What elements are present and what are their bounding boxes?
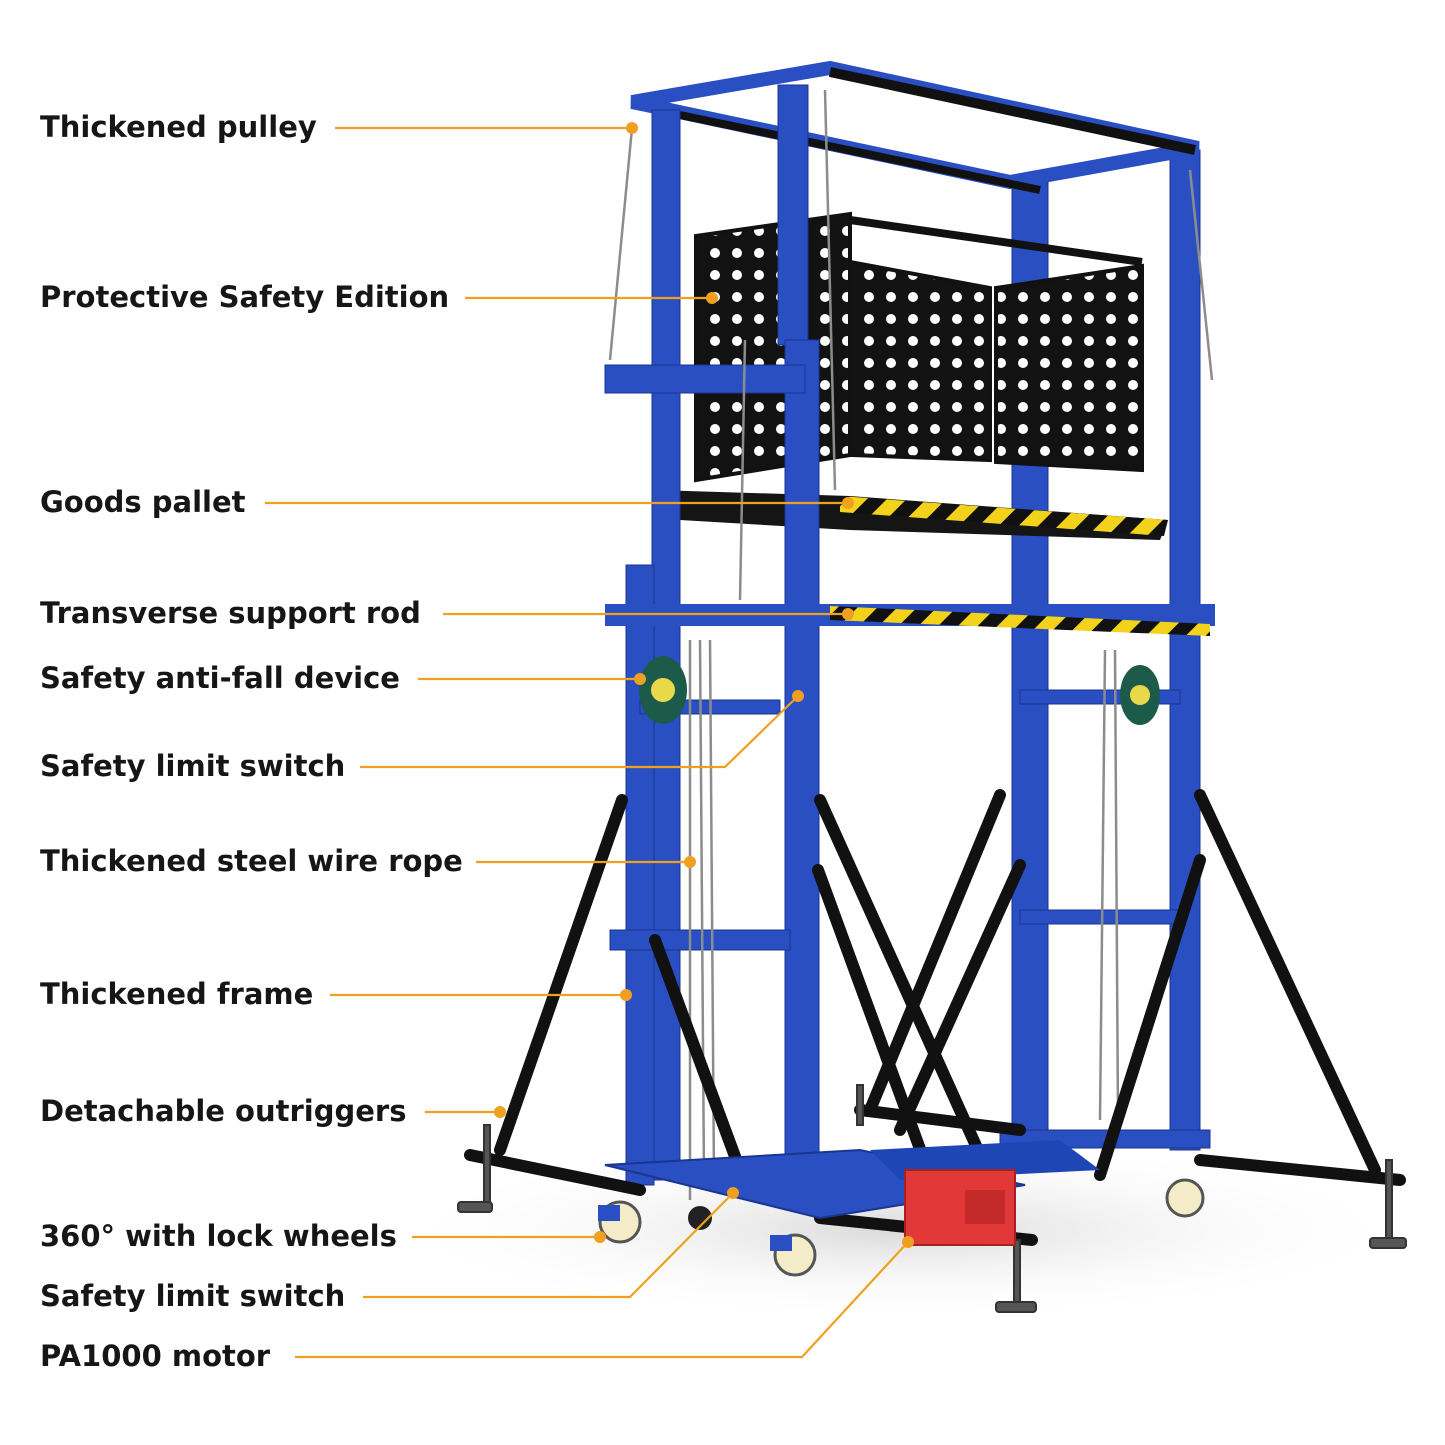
leader-protective-safety-edition — [465, 292, 718, 304]
label-transverse-support-rod: Transverse support rod — [40, 596, 421, 630]
left-tower — [604, 84, 820, 1211]
leader-safety-anti-fall-device — [418, 673, 646, 685]
motor-unit — [904, 1169, 1016, 1246]
label-lock-wheels: 360° with lock wheels — [40, 1219, 397, 1253]
label-protective-safety-edition: Protective Safety Edition — [40, 280, 450, 314]
label-safety-limit-switch-upper: Safety limit switch — [40, 749, 346, 783]
leader-thickened-frame — [330, 989, 632, 1001]
safety-panels — [694, 211, 1144, 483]
label-detachable-outriggers: Detachable outriggers — [40, 1094, 407, 1128]
leader-lock-wheels — [412, 1231, 606, 1243]
leader-thickened-steel-wire-rope — [476, 856, 696, 868]
label-thickened-pulley: Thickened pulley — [40, 110, 317, 144]
label-safety-anti-fall-device: Safety anti-fall device — [40, 661, 400, 695]
leader-safety-limit-switch-lower — [363, 1187, 739, 1299]
outriggers — [464, 789, 1406, 1246]
label-pa1000-motor: PA1000 motor — [40, 1339, 271, 1373]
label-goods-pallet: Goods pallet — [40, 485, 246, 519]
top-frame — [630, 60, 1200, 194]
leader-safety-limit-switch-upper — [360, 690, 804, 769]
label-safety-limit-switch-lower: Safety limit switch — [40, 1279, 346, 1313]
wire-ropes — [608, 89, 1214, 1200]
leader-transverse-support-rod — [443, 608, 854, 620]
leveling-feet — [457, 1084, 1407, 1313]
anti-fall-devices — [639, 656, 1160, 725]
label-thickened-frame: Thickened frame — [40, 977, 314, 1011]
leader-pa1000-motor — [295, 1236, 914, 1359]
caster-wheels — [598, 1178, 1205, 1277]
leader-goods-pallet — [265, 497, 854, 509]
leader-thickened-pulley — [335, 122, 638, 134]
leader-detachable-outriggers — [425, 1106, 506, 1118]
transverse-rod — [605, 604, 1215, 636]
label-thickened-steel-wire-rope: Thickened steel wire rope — [40, 844, 463, 878]
